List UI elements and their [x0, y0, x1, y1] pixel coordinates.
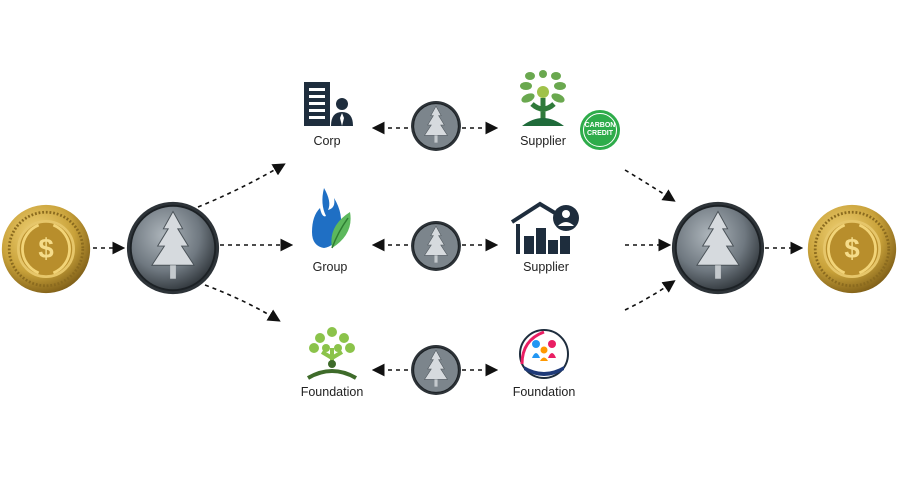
dollar-coin-icon: $	[1, 204, 91, 294]
tree-people-icon	[306, 327, 358, 380]
carbon-credit-badge: CARBON CREDIT	[580, 110, 620, 150]
svg-text:$: $	[38, 233, 53, 264]
arrow-token-to-foundation	[204, 284, 281, 322]
supplier-mid-label: Supplier	[523, 260, 569, 274]
arrow-foundation-to-end-token	[624, 280, 676, 311]
supplier-top-label: Supplier	[520, 134, 566, 148]
warehouse-person-icon	[510, 201, 579, 254]
arrow-supplier-to-end-token	[624, 169, 676, 202]
flame-leaf-icon	[312, 188, 351, 249]
arrow-token-to-corp	[197, 163, 286, 208]
badge-line2: CREDIT	[586, 130, 614, 137]
pine-tree-coin-icon	[671, 201, 765, 295]
pine-tree-coin-icon	[411, 101, 461, 151]
foundation-left-label: Foundation	[300, 385, 364, 399]
dollar-coin-icon: $	[807, 204, 897, 294]
corp-label: Corp	[313, 134, 341, 148]
group-label: Group	[312, 260, 348, 274]
plant-person-icon	[520, 70, 566, 126]
pine-tree-coin-icon	[411, 221, 461, 271]
office-building-person-icon	[304, 82, 353, 126]
pine-tree-coin-icon	[126, 201, 220, 295]
badge-line1: CARBON	[584, 122, 616, 129]
svg-text:$: $	[844, 233, 859, 264]
family-hands-icon	[519, 329, 569, 379]
pine-tree-coin-icon	[411, 345, 461, 395]
foundation-right-label: Foundation	[512, 385, 576, 399]
